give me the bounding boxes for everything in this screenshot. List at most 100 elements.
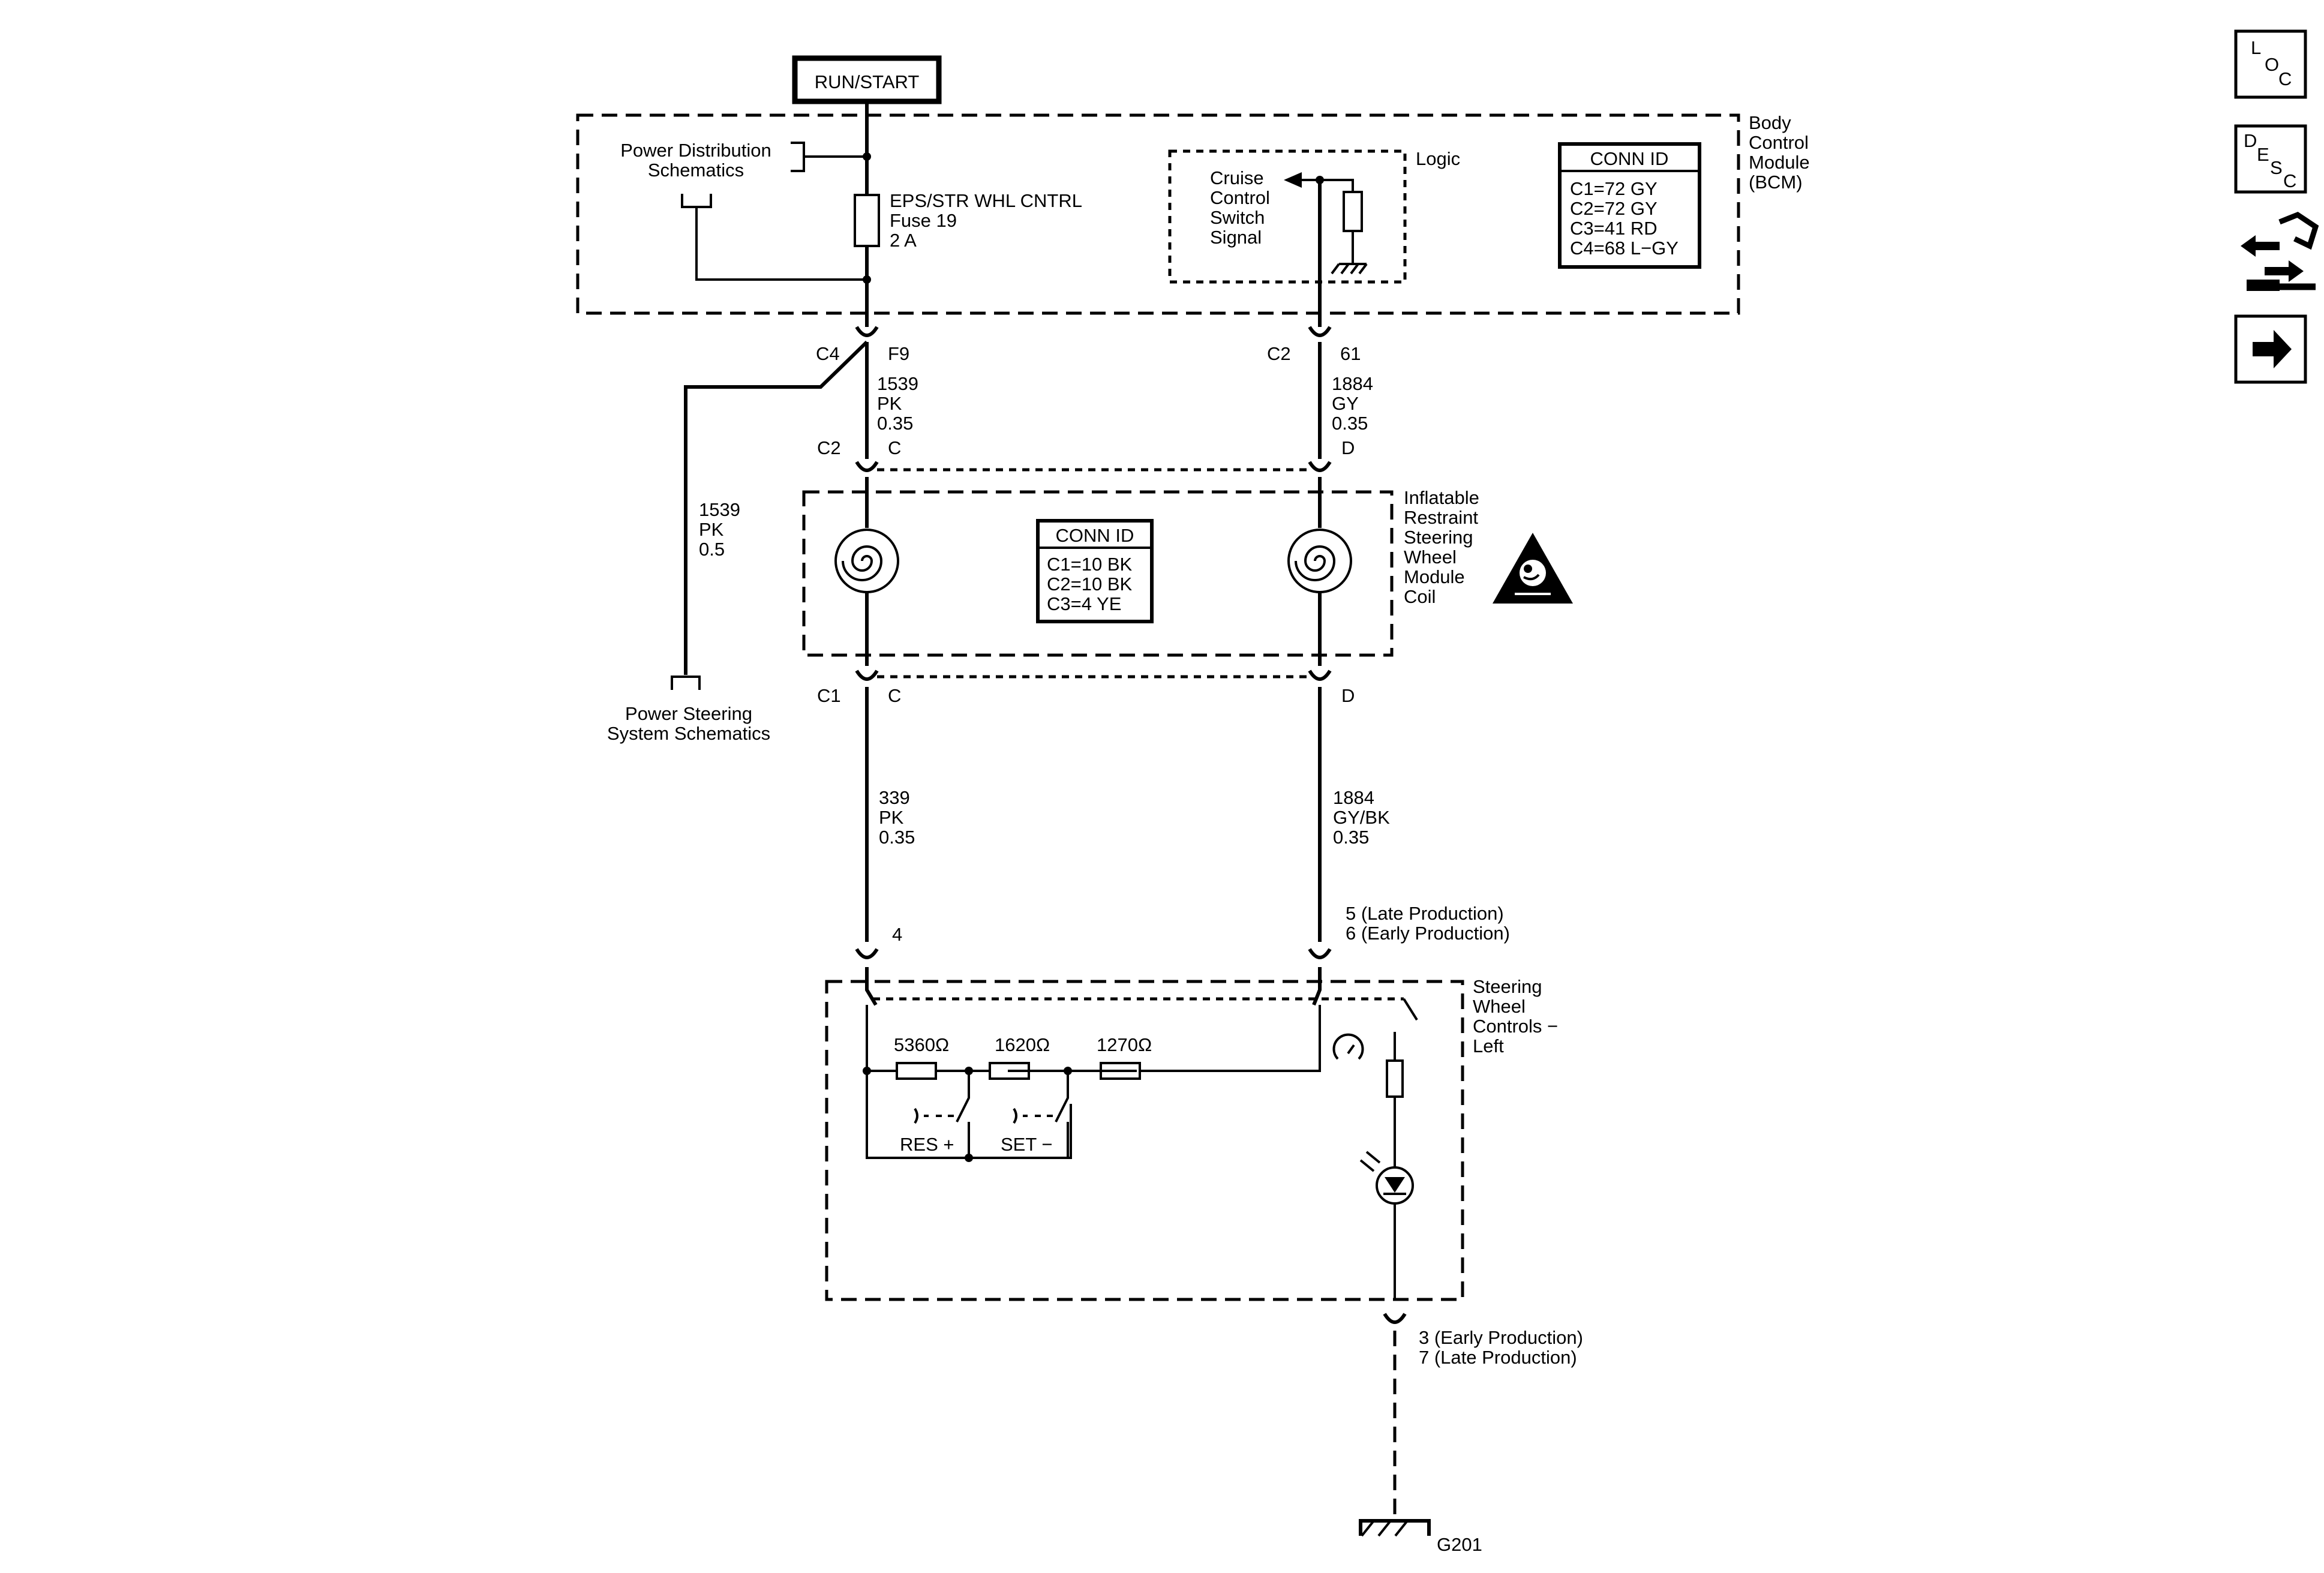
svg-text:PK: PK [877, 393, 902, 414]
svg-text:D: D [1341, 437, 1355, 458]
connector-c4-f9: C4 F9 [816, 326, 909, 364]
svg-text:Restraint: Restraint [1404, 507, 1478, 528]
svg-text:Cruise: Cruise [1210, 167, 1264, 188]
svg-text:2 A: 2 A [890, 230, 917, 251]
svg-text:EPS/STR WHL CNTRL: EPS/STR WHL CNTRL [890, 190, 1082, 211]
svg-text:G201: G201 [1437, 1534, 1482, 1555]
wire-label-1539-pk-05: 1539 PK 0.5 [699, 499, 740, 560]
svg-text:Module: Module [1749, 152, 1810, 173]
cruise-indicator-icon [1332, 1033, 1364, 1060]
svg-text:C2: C2 [817, 437, 841, 458]
pullup-resistor [1343, 191, 1363, 232]
svg-text:C1=72 GY: C1=72 GY [1570, 178, 1658, 199]
connector-end-view-icon[interactable] [2241, 211, 2319, 291]
svg-text:O: O [2265, 54, 2279, 75]
coil-name: Inflatable Restraint Steering Wheel Modu… [1404, 487, 1479, 607]
connector-c2-61: C2 61 [1267, 326, 1361, 364]
svg-text:C2=10 BK: C2=10 BK [1047, 574, 1133, 595]
desc-button[interactable]: D E S C [2234, 124, 2307, 194]
svg-text:SET −: SET − [1001, 1134, 1052, 1155]
bcm-conn-id-table: CONN ID C1=72 GY C2=72 GY C3=41 RD C4=68… [1558, 142, 1701, 269]
clockspring-coil-right [1287, 529, 1352, 593]
steering-wheel-coil-boundary [802, 490, 1394, 657]
steering-wheel-controls-name: Steering Wheel Controls − Left [1473, 976, 1558, 1056]
svg-text:Steering: Steering [1473, 976, 1542, 997]
svg-text:61: 61 [1340, 343, 1361, 364]
wire-1539-pk-05 [684, 340, 869, 675]
loc-button[interactable]: L O C [2234, 29, 2307, 99]
svg-text:C: C [2278, 68, 2292, 89]
resistor-5360 [896, 1062, 937, 1080]
coil-conn-id-table: CONN ID C1=10 BK C2=10 BK C3=4 YE [1036, 519, 1154, 623]
svg-text:C2=72 GY: C2=72 GY [1570, 198, 1658, 219]
connector-coil-c1: C1 C D [817, 670, 1355, 706]
svg-text:339: 339 [879, 787, 910, 808]
svg-text:C4=68 L−GY: C4=68 L−GY [1570, 238, 1679, 259]
svg-text:CONN ID: CONN ID [1590, 148, 1669, 169]
svg-text:GY/BK: GY/BK [1333, 807, 1390, 828]
svg-text:E: E [2257, 144, 2269, 165]
svg-text:1884: 1884 [1333, 787, 1374, 808]
svg-text:1539: 1539 [699, 499, 740, 520]
svg-text:Control: Control [1210, 187, 1270, 208]
svg-text:1539: 1539 [877, 373, 918, 394]
connector-coil-c2: C2 C D [817, 437, 1355, 472]
fuse-19 [854, 194, 880, 247]
svg-text:C2: C2 [1267, 343, 1291, 364]
power-distribution-reference[interactable]: Power Distribution Schematics [620, 140, 867, 281]
svg-text:5 (Late Production): 5 (Late Production) [1346, 903, 1504, 924]
svg-text:S: S [2270, 157, 2283, 178]
chassis-ground-icon [1331, 263, 1368, 275]
svg-text:L: L [2251, 37, 2261, 58]
next-arrow-button[interactable] [2234, 314, 2307, 384]
clockspring-coil-left [834, 529, 899, 593]
svg-text:0.35: 0.35 [1332, 413, 1368, 434]
fuse-label: EPS/STR WHL CNTRL Fuse 19 2 A [890, 190, 1082, 251]
svg-text:Power Steering: Power Steering [625, 703, 752, 724]
svg-text:Wheel: Wheel [1404, 547, 1457, 568]
svg-text:0.5: 0.5 [699, 539, 725, 560]
resistor-label-1620: 1620Ω [995, 1034, 1050, 1055]
svg-text:(BCM): (BCM) [1749, 172, 1803, 193]
svg-text:System Schematics: System Schematics [607, 723, 770, 744]
bcm-boundary [576, 113, 1740, 315]
logic-box [1168, 149, 1407, 284]
svg-text:PK: PK [879, 807, 904, 828]
logic-label: Logic [1416, 148, 1460, 169]
svg-text:Coil: Coil [1404, 586, 1436, 607]
svg-text:PK: PK [699, 519, 724, 540]
svg-text:GY: GY [1332, 393, 1359, 414]
svg-text:C: C [2283, 170, 2296, 191]
wire-label-1884-gybk-035: 1884 GY/BK 0.35 [1333, 787, 1390, 848]
ground-g201: G201 [1359, 1519, 1482, 1555]
svg-text:RES +: RES + [900, 1134, 954, 1155]
led-resistor [1386, 1059, 1404, 1098]
power-steering-reference[interactable]: Power Steering System Schematics [607, 703, 770, 744]
svg-text:Signal: Signal [1210, 227, 1262, 248]
svg-text:7 (Late Production): 7 (Late Production) [1419, 1347, 1577, 1368]
set-minus-switch: SET − [1001, 1071, 1069, 1158]
connector-pin-4: 4 [855, 924, 902, 959]
svg-text:Fuse 19: Fuse 19 [890, 210, 957, 231]
led-icon [1359, 1151, 1414, 1205]
connector-pin-5-6: 5 (Late Production) 6 (Early Production) [1308, 903, 1510, 959]
svg-text:Controls −: Controls − [1473, 1016, 1558, 1037]
svg-text:Wheel: Wheel [1473, 996, 1526, 1017]
svg-text:0.35: 0.35 [879, 827, 915, 848]
svg-text:C3=41 RD: C3=41 RD [1570, 218, 1658, 239]
svg-text:Schematics: Schematics [648, 160, 744, 181]
svg-text:RUN/START: RUN/START [815, 71, 920, 92]
svg-text:Inflatable: Inflatable [1404, 487, 1479, 508]
connector-pin-3-7: 3 (Early Production) 7 (Late Production) [1383, 1313, 1583, 1368]
svg-text:D: D [1341, 685, 1355, 706]
wire-label-339-pk-035: 339 PK 0.35 [879, 787, 915, 848]
svg-text:Switch: Switch [1210, 207, 1265, 228]
resistor-label-5360: 5360Ω [894, 1034, 949, 1055]
svg-text:Power Distribution: Power Distribution [620, 140, 771, 161]
res-plus-switch: RES + [900, 1071, 970, 1158]
steering-wheel-controls-boundary [825, 980, 1464, 1301]
svg-text:Module: Module [1404, 566, 1465, 587]
svg-text:C1: C1 [817, 685, 841, 706]
svg-text:C4: C4 [816, 343, 840, 364]
